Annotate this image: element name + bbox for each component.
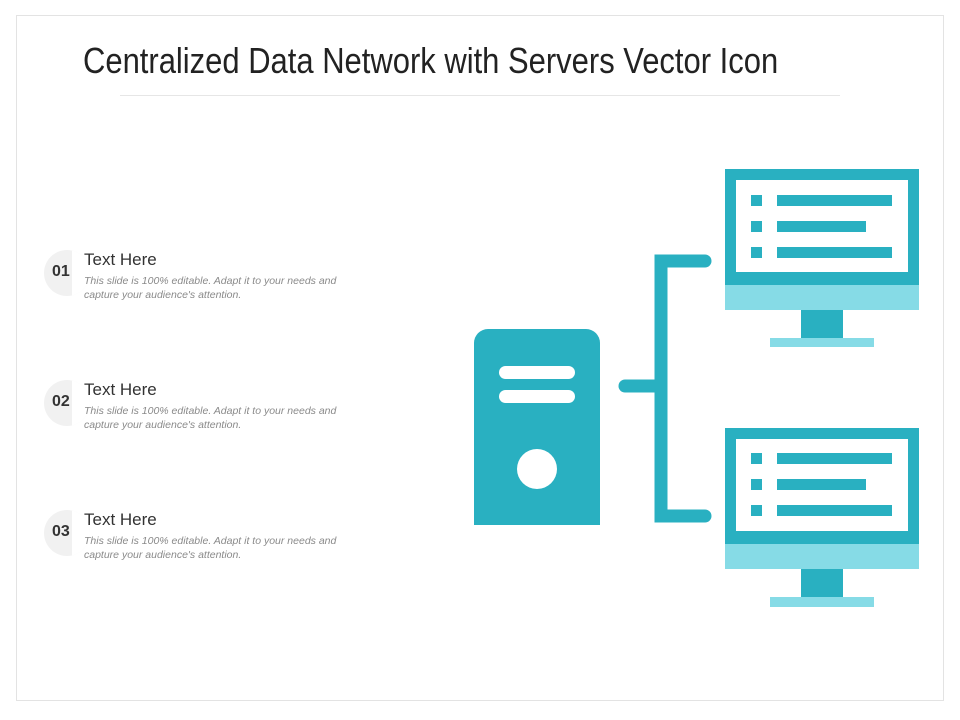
title-divider [120, 95, 840, 96]
server-tower-icon [474, 329, 600, 525]
number-badge [44, 380, 90, 426]
list-item-3: 03 Text Here This slide is 100% editable… [44, 510, 364, 580]
item-number: 02 [52, 393, 70, 410]
number-badge [44, 250, 90, 296]
list-item-1: 01 Text Here This slide is 100% editable… [44, 250, 364, 320]
monitor-icon [725, 428, 919, 607]
item-description: This slide is 100% editable. Adapt it to… [84, 405, 337, 431]
item-number: 01 [52, 263, 70, 280]
number-badge [44, 510, 90, 556]
item-heading: Text Here [84, 250, 157, 269]
list-item-2: 02 Text Here This slide is 100% editable… [44, 380, 364, 450]
item-heading: Text Here [84, 510, 157, 529]
item-description: This slide is 100% editable. Adapt it to… [84, 535, 337, 561]
slide-title: Centralized Data Network with Servers Ve… [83, 40, 779, 81]
monitor-icon [725, 169, 919, 347]
item-description: This slide is 100% editable. Adapt it to… [84, 275, 337, 301]
slide-frame [16, 15, 944, 701]
item-number: 03 [52, 523, 70, 540]
connector-lines [618, 254, 712, 523]
item-heading: Text Here [84, 380, 157, 399]
